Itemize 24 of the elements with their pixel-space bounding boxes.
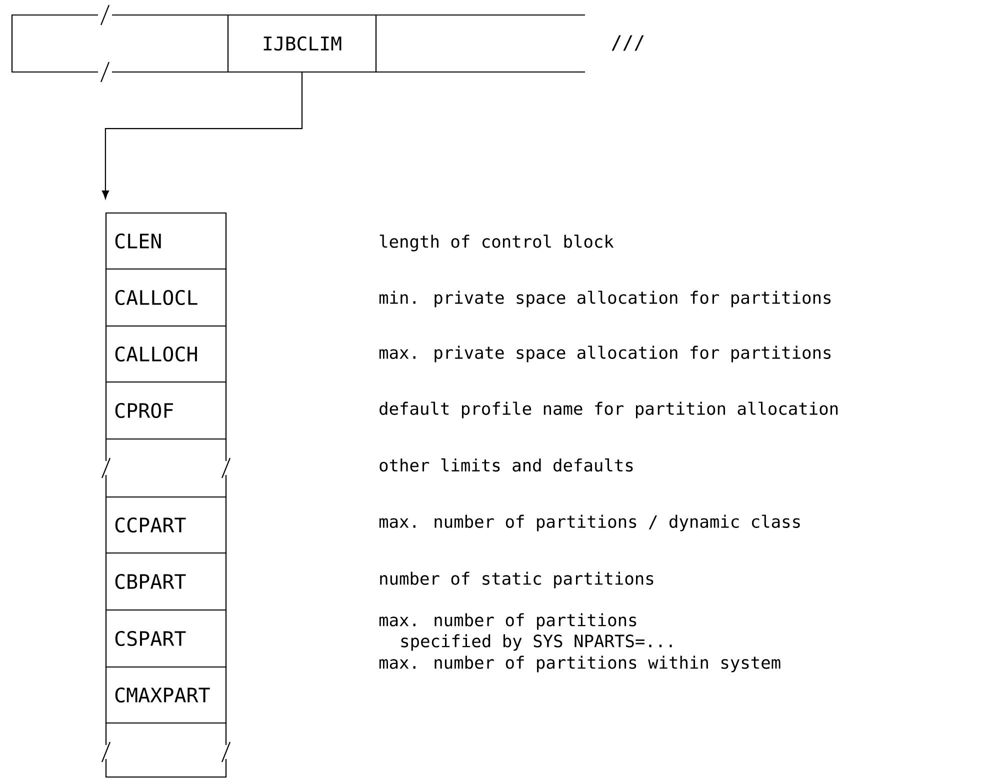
field-cell: CLEN bbox=[105, 212, 227, 270]
field-description: max. number of partitions within system bbox=[379, 656, 780, 672]
open-cell bbox=[376, 14, 585, 73]
break-mark: /// bbox=[612, 35, 644, 51]
field-description: number of static partitions bbox=[380, 572, 654, 588]
field-description: default profile name for partition allocation bbox=[380, 402, 838, 418]
truncated-cell bbox=[11, 4, 228, 82]
field-description: max. number of partitions / dynamic class bbox=[379, 514, 800, 532]
field-cell: CALLOCH bbox=[105, 325, 227, 383]
field-cell: CALLOCL bbox=[105, 268, 227, 327]
field-cell: IJBCLIM bbox=[227, 14, 377, 73]
field-cell: CPROF bbox=[105, 381, 227, 440]
field-description: other limits and defaults bbox=[380, 458, 633, 472]
field-description: max. number of partitions specified by SYS NPARTS=... bbox=[379, 613, 672, 651]
field-cell: CMAXPART bbox=[105, 666, 227, 724]
field-description: length of control block bbox=[380, 234, 614, 252]
field-cell: CBPART bbox=[105, 552, 227, 611]
field-cell: CSPART bbox=[105, 609, 227, 668]
field-description: max. private space allocation for partitions bbox=[379, 346, 831, 362]
field-description: min. private space allocation for partitions bbox=[379, 290, 831, 308]
field-cell: CCPART bbox=[105, 496, 227, 554]
arrow bbox=[102, 72, 303, 199]
truncated-cell bbox=[99, 438, 233, 497]
truncated-cell bbox=[99, 722, 233, 778]
